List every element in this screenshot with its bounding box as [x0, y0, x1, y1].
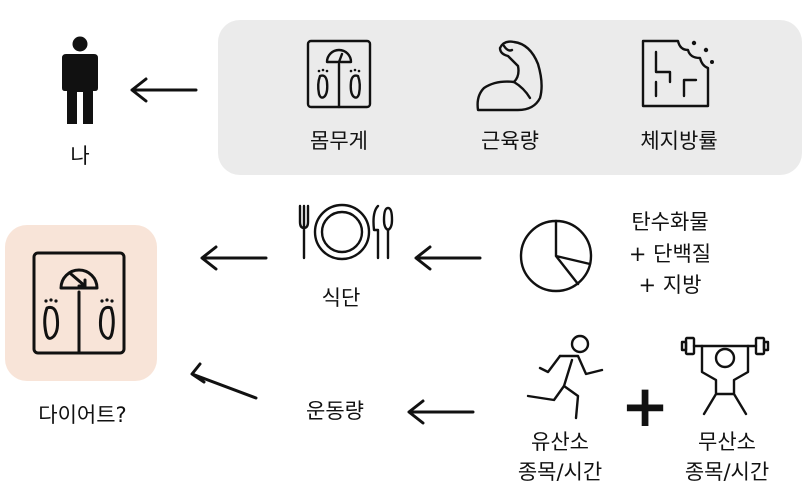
aerobic-line-2: 종목/시간 — [517, 460, 603, 484]
body-fat-label: 체지방률 — [640, 129, 718, 153]
person-icon — [62, 36, 98, 124]
arrow-left-macros — [414, 245, 482, 271]
pie-chart-icon — [519, 219, 593, 293]
goal-box — [5, 225, 157, 381]
bathroom-scale-icon — [306, 39, 372, 109]
goal-label: 다이어트? — [38, 403, 127, 427]
scale-decrease-icon — [32, 251, 126, 355]
body-metrics-panel — [218, 20, 802, 175]
anaerobic-line-1: 무산소 — [698, 430, 756, 454]
muscle-label: 근육량 — [481, 129, 539, 153]
body-fat-icon — [641, 39, 714, 108]
macros-line-2: + 단백질 — [628, 242, 712, 266]
weight-label: 몸무게 — [310, 129, 368, 153]
diet-label: 식단 — [321, 286, 361, 310]
macros-line-3: + 지방 — [638, 273, 702, 297]
anaerobic-line-2: 종목/시간 — [684, 460, 770, 484]
weightlifter-icon — [680, 336, 770, 416]
plate-cutlery-icon — [298, 203, 394, 261]
arrow-left-top — [130, 77, 198, 103]
flexed-arm-icon — [476, 40, 543, 112]
exercise-label: 운동량 — [306, 399, 364, 423]
aerobic-line-1: 유산소 — [531, 430, 589, 454]
arrow-left-diet — [200, 245, 268, 271]
me-label: 나 — [70, 144, 90, 168]
arrow-left-exercise — [407, 399, 475, 425]
arrow-diagonal-exercise — [190, 362, 258, 400]
running-person-icon — [526, 334, 604, 420]
macros-line-1: 탄수화물 — [631, 210, 709, 234]
plus-sign: + — [620, 372, 670, 440]
